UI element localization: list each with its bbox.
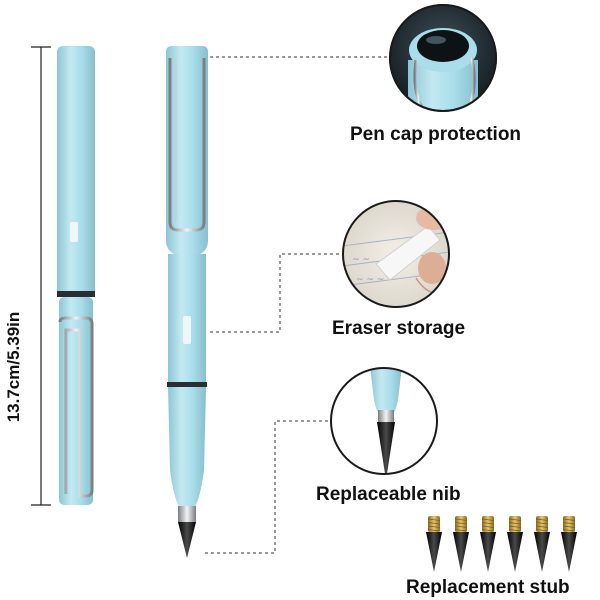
label-stub: Replacement stub: [406, 577, 570, 598]
replacement-stub: [480, 516, 496, 572]
inset-eraser: ~ ~ ~ ~ ~: [342, 200, 450, 308]
replacement-stub: [453, 516, 469, 572]
dimension-marker: [31, 46, 51, 506]
replacement-stubs: [426, 516, 577, 572]
inset-pen-cap: [389, 4, 497, 112]
svg-text:~ ~: ~ ~: [352, 255, 370, 265]
replacement-stub: [561, 516, 577, 572]
label-nib: Replaceable nib: [316, 484, 461, 505]
leader-lines: [205, 56, 390, 554]
label-dimension: 13.7cm/5.39in: [4, 311, 23, 423]
label-eraser: Eraser storage: [332, 318, 466, 339]
replacement-stub: [507, 516, 523, 572]
replacement-stub: [534, 516, 550, 572]
replacement-stub: [426, 516, 442, 572]
label-pen-cap: Pen cap protection: [350, 124, 522, 145]
inset-nib: [330, 367, 438, 475]
pen-closed: [57, 46, 95, 505]
svg-text:~ ~ ~: ~ ~ ~: [356, 275, 384, 285]
pen-open: [166, 46, 208, 558]
